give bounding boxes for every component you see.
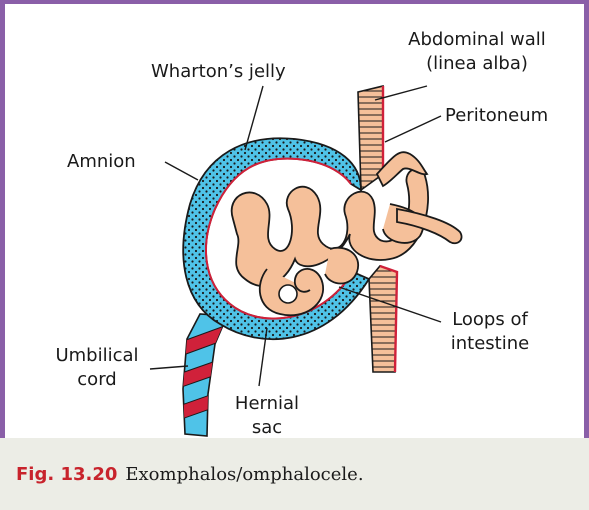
label-umbilical-cord: Umbilical cord	[47, 344, 147, 392]
label-amnion: Amnion	[67, 150, 136, 174]
label-hernial-line1: Hernial	[227, 392, 307, 416]
label-loops-line1: Loops of	[435, 308, 545, 332]
label-loops-of-intestine: Loops of intestine	[435, 308, 545, 356]
label-hernial-line2: sac	[227, 416, 307, 440]
figure-caption-text: Exomphalos/omphalocele.	[125, 464, 363, 485]
label-peritoneum: Peritoneum	[445, 104, 548, 128]
label-umbilical-line2: cord	[47, 368, 147, 392]
umbilical-cord	[173, 314, 230, 436]
label-hernial-sac: Hernial sac	[227, 392, 307, 440]
label-abdominal-wall-line1: Abdominal wall	[382, 28, 572, 52]
label-umbilical-line1: Umbilical	[47, 344, 147, 368]
figure-caption: Fig. 13.20 Exomphalos/omphalocele.	[0, 438, 589, 510]
label-abdominal-wall: Abdominal wall (linea alba)	[382, 28, 572, 76]
abdominal-wall-lower	[369, 266, 397, 372]
cord-vessels	[173, 324, 230, 422]
label-abdominal-wall-line2: (linea alba)	[382, 52, 572, 76]
label-whartons-jelly: Wharton’s jelly	[151, 60, 286, 84]
figure-number: Fig. 13.20	[16, 464, 117, 485]
figure-illustration: Abdominal wall (linea alba) Wharton’s je…	[5, 4, 584, 438]
label-loops-line2: intestine	[435, 332, 545, 356]
